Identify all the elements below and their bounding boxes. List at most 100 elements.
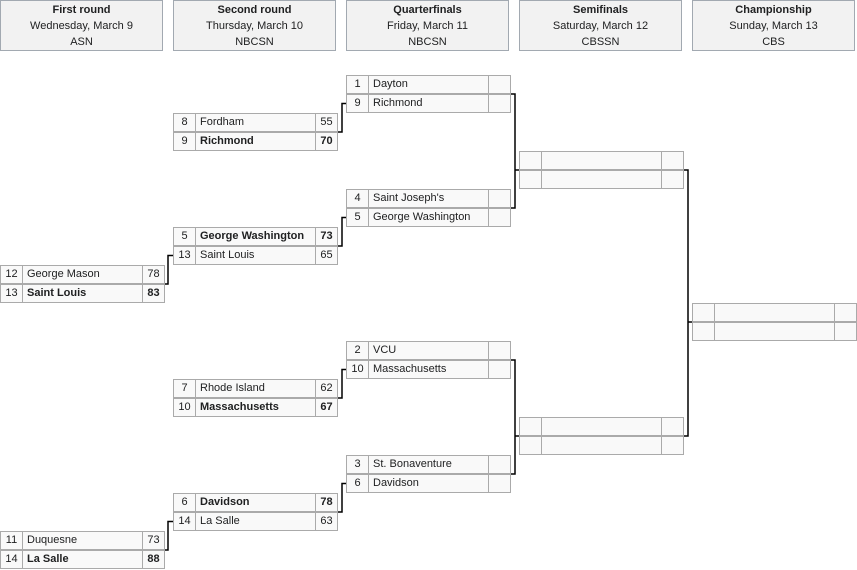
team-seed: 5 (174, 228, 196, 245)
team-seed: 1 (347, 76, 369, 93)
team-slot: 1 Dayton (346, 75, 511, 94)
team-name: George Mason (27, 268, 100, 280)
team-seed: 10 (174, 399, 196, 416)
team-name: St. Bonaventure (373, 458, 452, 470)
bracket-connector (165, 520, 173, 551)
bracket-connector (511, 359, 516, 475)
bracket-connector (338, 368, 346, 399)
team-seed: 9 (174, 133, 196, 150)
team-score (834, 323, 856, 340)
team-seed: 4 (347, 190, 369, 207)
bracket-connector (684, 169, 689, 437)
team-score: 83 (142, 285, 164, 302)
team-score (661, 418, 683, 435)
team-seed: 13 (174, 247, 196, 264)
team-score: 88 (142, 551, 164, 568)
bracket-connector (511, 93, 516, 209)
round-date: Saturday, March 12 (552, 20, 649, 32)
team-slot: 9 Richmond (346, 94, 511, 113)
team-name: Richmond (200, 135, 254, 147)
team-name: Davidson (373, 477, 419, 489)
team-seed: 8 (174, 114, 196, 131)
team-score (488, 475, 510, 492)
team-seed: 14 (174, 513, 196, 530)
team-name: Duquesne (27, 534, 78, 546)
team-score (488, 209, 510, 226)
round-header-quarterfinals: Quarterfinals Friday, March 11 NBCSN (346, 0, 509, 51)
round-header-championship: Championship Sunday, March 13 CBS (692, 0, 855, 51)
team-score: 65 (315, 247, 337, 264)
round-title: First round (52, 4, 111, 16)
team-name: Richmond (373, 97, 423, 109)
team-score (488, 190, 510, 207)
team-seed: 3 (347, 456, 369, 473)
team-seed (520, 152, 542, 169)
round-network: CBSSN (581, 36, 620, 48)
team-score (488, 342, 510, 359)
team-seed: 6 (174, 494, 196, 511)
team-seed: 13 (1, 285, 23, 302)
team-seed: 10 (347, 361, 369, 378)
team-slot: 6 Davidson (346, 474, 511, 493)
team-name: Davidson (200, 496, 250, 508)
team-seed: 2 (347, 342, 369, 359)
team-score (488, 76, 510, 93)
team-score (834, 304, 856, 321)
bracket-connector (165, 254, 173, 285)
team-slot (519, 170, 684, 189)
round-header-second-round: Second round Thursday, March 10 NBCSN (173, 0, 336, 51)
team-seed (520, 171, 542, 188)
team-score: 67 (315, 399, 337, 416)
team-score: 55 (315, 114, 337, 131)
team-score: 70 (315, 133, 337, 150)
round-title: Semifinals (572, 4, 629, 16)
team-slot (519, 151, 684, 170)
team-name: Saint Joseph's (373, 192, 445, 204)
team-name: VCU (373, 344, 397, 356)
team-name: Massachusetts (373, 363, 447, 375)
team-name: La Salle (200, 515, 240, 527)
team-score: 78 (142, 266, 164, 283)
team-score: 73 (315, 228, 337, 245)
team-slot: 10 Massachusetts (346, 360, 511, 379)
round-network: NBCSN (235, 36, 274, 48)
team-score (661, 152, 683, 169)
bracket-connector (338, 102, 346, 133)
round-header-first-round: First round Wednesday, March 9 ASN (0, 0, 163, 51)
team-seed (693, 323, 715, 340)
round-date: Thursday, March 10 (205, 20, 303, 32)
team-name: Dayton (373, 78, 408, 90)
team-score (661, 171, 683, 188)
team-score: 73 (142, 532, 164, 549)
round-network: NBCSN (408, 36, 447, 48)
round-network: ASN (70, 36, 93, 48)
team-seed (693, 304, 715, 321)
team-slot: 4 Saint Joseph's (346, 189, 511, 208)
team-score: 62 (315, 380, 337, 397)
round-date: Sunday, March 13 (729, 20, 818, 32)
bracket-connector (338, 482, 346, 513)
team-name: Fordham (200, 116, 245, 128)
team-seed (520, 437, 542, 454)
team-seed: 6 (347, 475, 369, 492)
team-score: 63 (315, 513, 337, 530)
round-date: Friday, March 11 (387, 20, 468, 32)
team-slot: 9 Richmond 70 (173, 132, 338, 151)
round-title: Championship (735, 4, 812, 16)
team-slot: 2 VCU (346, 341, 511, 360)
team-slot (692, 303, 857, 322)
team-seed: 14 (1, 551, 23, 568)
team-name: La Salle (27, 553, 69, 565)
team-seed (520, 418, 542, 435)
team-seed: 9 (347, 95, 369, 112)
round-title: Second round (217, 4, 292, 16)
team-seed: 7 (174, 380, 196, 397)
team-slot: 14 La Salle 88 (0, 550, 165, 569)
